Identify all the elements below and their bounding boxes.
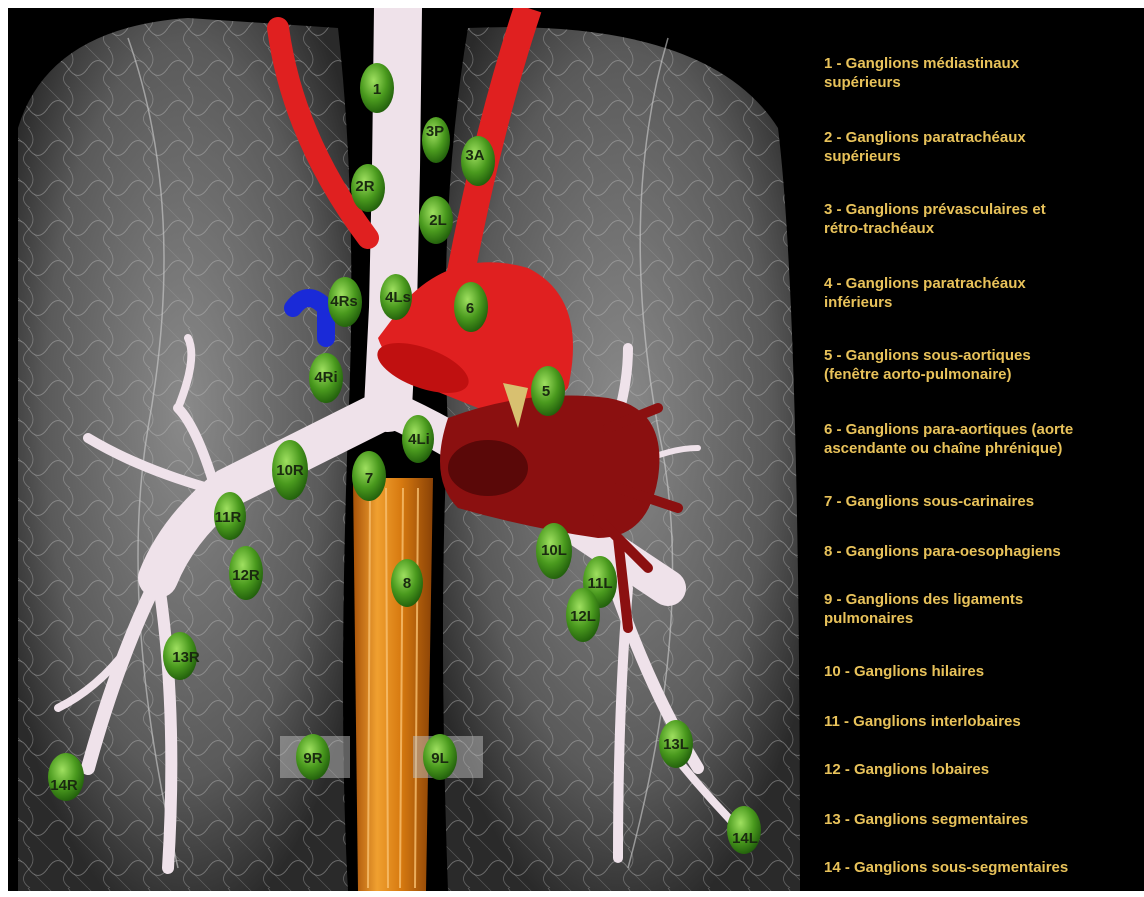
node-11r: 11R [214, 492, 246, 540]
node-10r-label: 10R [276, 462, 304, 479]
node-7-label: 7 [365, 470, 373, 487]
node-3p-label: 3P [426, 123, 444, 140]
legend-item-3: 3 - Ganglions prévasculaires et rétro-tr… [824, 200, 1144, 238]
node-5: 5 [531, 366, 565, 416]
node-8: 8 [391, 559, 423, 607]
node-10r: 10R [272, 440, 308, 500]
node-6-label: 6 [466, 300, 474, 317]
node-12r-label: 12R [232, 567, 260, 584]
legend-item-2: 2 - Ganglions paratrachéaux supérieurs [824, 128, 1144, 166]
node-14l-label: 14L [732, 830, 758, 847]
node-14l: 14L [727, 806, 761, 854]
legend-item-6: 6 - Ganglions para-aortiques (aorte asce… [824, 420, 1144, 458]
node-9l: 9L [423, 734, 457, 780]
node-4li-label: 4Li [408, 431, 430, 448]
node-5-label: 5 [542, 383, 550, 400]
legend-item-10: 10 - Ganglions hilaires [824, 662, 1144, 681]
node-12r: 12R [229, 546, 263, 600]
node-2l-label: 2L [429, 212, 447, 229]
node-1: 1 [360, 63, 394, 113]
node-1-label: 1 [373, 81, 381, 98]
node-9r-label: 9R [303, 750, 322, 767]
node-4ls-label: 4Ls [385, 289, 411, 306]
legend-item-13: 13 - Ganglions segmentaires [824, 810, 1144, 829]
node-11r-label: 11R [215, 509, 242, 526]
node-14r: 14R [48, 753, 84, 801]
legend-item-4: 4 - Ganglions paratrachéaux inférieurs [824, 274, 1144, 312]
node-13r-label: 13R [172, 649, 200, 666]
node-4ri: 4Ri [309, 353, 343, 403]
node-14r-label: 14R [50, 777, 78, 794]
node-4-label: 3A [465, 147, 484, 164]
legend-item-9: 9 - Ganglions des ligaments pulmonaires [824, 590, 1144, 628]
node-10l: 10L [536, 523, 572, 579]
node-12l-label: 12L [570, 608, 596, 625]
node-12l: 12L [566, 588, 600, 642]
legend-item-8: 8 - Ganglions para-oesophagiens [824, 542, 1144, 561]
thorax-anatomy-illustration: 1 2R 2L 3P 3A 4Rs 4Ls 4Ri 4Li 5 6 7 [8, 8, 800, 891]
node-9r: 9R [296, 734, 330, 780]
node-3p: 3P [422, 117, 450, 163]
legend-item-1: 1 - Ganglions médiastinaux supérieurs [824, 54, 1144, 92]
node-4ls: 4Ls [380, 274, 412, 320]
node-13l: 13L [659, 720, 693, 768]
legend-item-12: 12 - Ganglions lobaires [824, 760, 1144, 779]
node-13l-label: 13L [663, 736, 689, 753]
legend-item-5: 5 - Ganglions sous-aortiques (fenêtre ao… [824, 346, 1144, 384]
legend-item-11: 11 - Ganglions interlobaires [824, 712, 1144, 731]
node-4rs: 4Rs [328, 277, 362, 327]
node-11l-label: 11L [587, 575, 612, 592]
node-2r: 2R [351, 164, 385, 212]
legend-item-7: 7 - Ganglions sous-carinaires [824, 492, 1144, 511]
legend-item-14: 14 - Ganglions sous-segmentaires [824, 858, 1144, 877]
node-4li: 4Li [402, 415, 434, 463]
node-6: 6 [454, 282, 488, 332]
figure-frame: 1 2R 2L 3P 3A 4Rs 4Ls 4Ri 4Li 5 6 7 [8, 8, 1144, 891]
node-2r-label: 2R [355, 178, 374, 195]
node-7: 7 [352, 451, 386, 501]
node-4ri-label: 4Ri [314, 369, 337, 386]
node-4rs-label: 4Rs [330, 293, 358, 310]
node-3a: 3A [461, 136, 495, 186]
node-8-label: 8 [403, 575, 411, 592]
node-9l-label: 9L [431, 750, 449, 767]
node-10l-label: 10L [541, 542, 567, 559]
node-2l: 2L [419, 196, 453, 244]
